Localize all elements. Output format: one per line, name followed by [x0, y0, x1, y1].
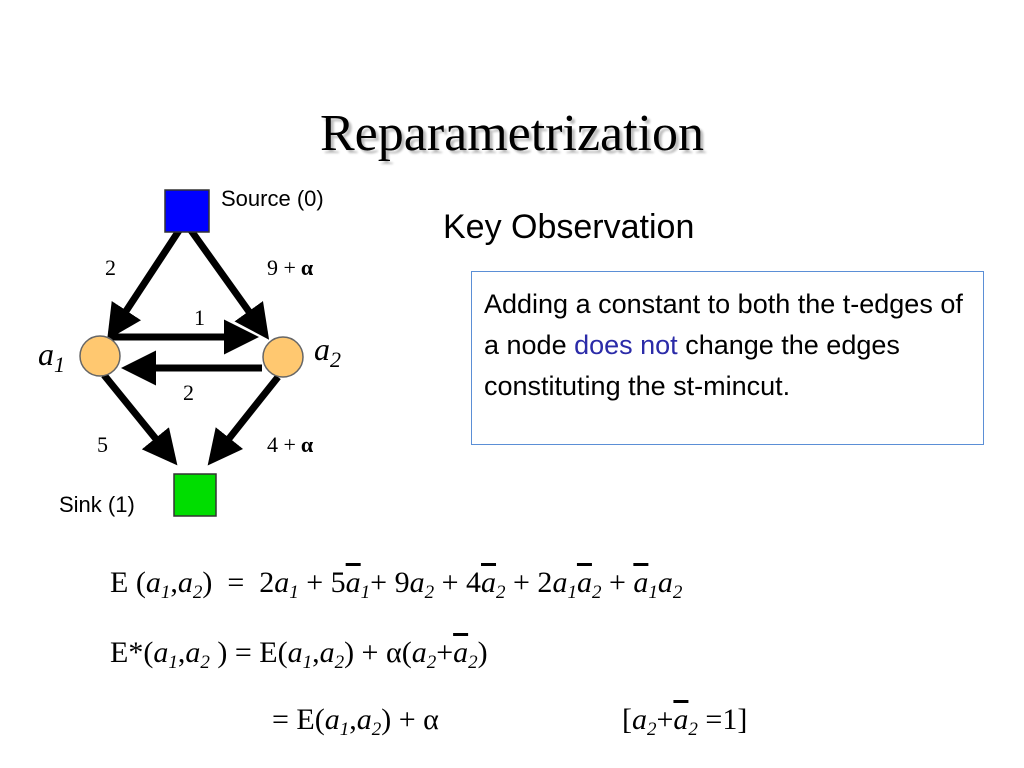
observation-box: Adding a constant to both the t-edges of… — [471, 271, 984, 445]
equation-energy: E (a1,a2) = 2a1 + 5a1+ 9a2 + 4a2 + 2a1a2… — [110, 566, 683, 603]
sink-node — [173, 473, 217, 517]
edge-source-a1 — [107, 227, 183, 340]
key-observation-heading: Key Observation — [443, 208, 695, 246]
observation-text-before: Adding a constant to both the t-edges of… — [484, 289, 963, 360]
a1-label-sub: 1 — [54, 352, 65, 377]
weight-a1-a2: 1 — [194, 305, 205, 330]
edge-a1-sink — [101, 372, 178, 466]
a1-label-main: a — [38, 336, 54, 372]
sink-label: Sink (1) — [59, 492, 135, 517]
weight-source-a1: 2 — [105, 255, 116, 280]
a1-node — [79, 335, 121, 377]
edge-a2-sink — [207, 374, 281, 466]
a1-label: a1 — [38, 336, 65, 377]
a2-label-sub: 2 — [330, 347, 341, 372]
weight-a1-sink: 5 — [97, 432, 108, 457]
a2-node — [262, 336, 304, 378]
observation-highlight: does not — [574, 330, 678, 360]
weight-a2-sink-value: 4 + — [267, 432, 296, 457]
source-label: Source (0) — [221, 186, 324, 211]
weight-source-a2: 9 +α — [267, 255, 314, 280]
weight-a2-a1: 2 — [183, 380, 194, 405]
observation-text-after: change the edges constituting the st-min… — [484, 330, 900, 401]
equation-constraint: [a2+a2 =1] — [622, 703, 748, 740]
edge-source-a2 — [187, 226, 270, 340]
a2-label: a2 — [314, 331, 341, 372]
a2-label-main: a — [314, 331, 330, 367]
source-node — [164, 189, 210, 233]
equation-reparametrized: E*(a1,a2 ) = E(a1,a2) + α(a2+a2) — [110, 636, 488, 673]
slide-title: Reparametrization — [319, 105, 705, 162]
weight-a2-sink: 4 +α — [267, 432, 314, 457]
weight-source-a2-value: 9 + — [267, 255, 296, 280]
weight-a2-sink-alpha: α — [301, 432, 314, 457]
weight-source-a2-alpha: α — [301, 255, 314, 280]
equation-simplified: = E(a1,a2) + α — [272, 703, 439, 740]
